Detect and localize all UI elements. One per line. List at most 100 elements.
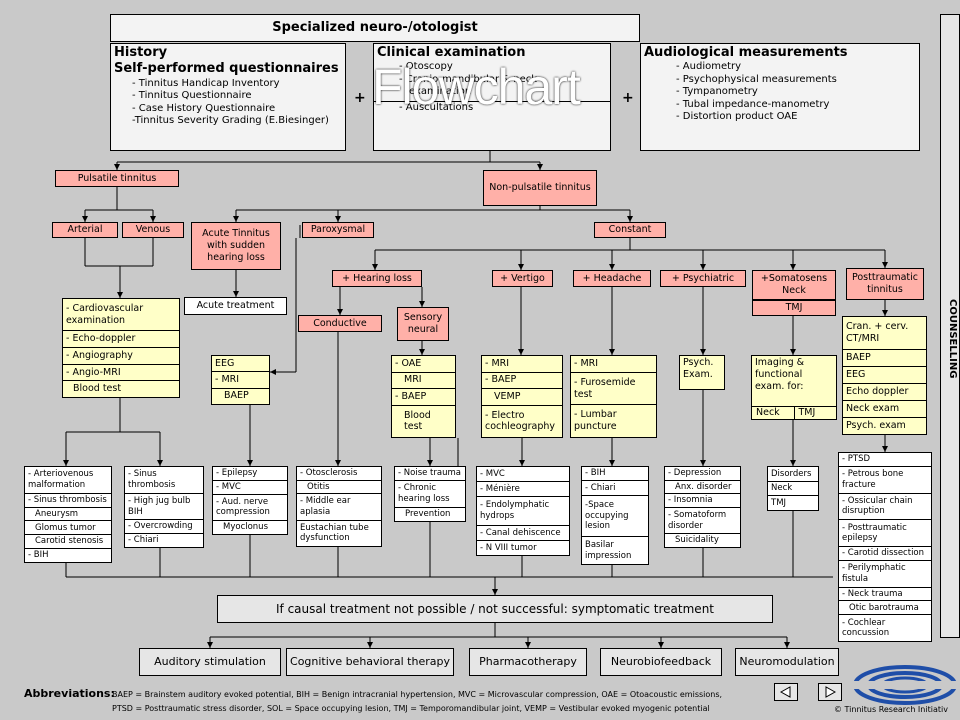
- symptomatic-label: If causal treatment not possible / not s…: [276, 601, 714, 616]
- hearing-loss-box: + Hearing loss: [332, 270, 422, 287]
- posttrauma-exam-box: Cran. + cerv. CT/MRI BAEP EEG Echo doppl…: [842, 316, 927, 435]
- tinnitus-research-logo-icon: [852, 665, 958, 705]
- psych-exam-box: Psych. Exam.: [679, 355, 725, 390]
- arterial-label: Arterial: [67, 224, 103, 236]
- exam-item: Psych. Exam.: [683, 357, 714, 380]
- exam-item: - BAEP: [392, 389, 455, 406]
- exam-item: Psych. exam: [846, 420, 906, 432]
- exam-item: MRI: [392, 373, 455, 390]
- audiological-box: Audiological measurements - Audiometry -…: [640, 43, 920, 151]
- diagnosis-item: - Arteriovenous malformation: [25, 467, 111, 494]
- sensory-neural-box: Sensory neural: [397, 307, 449, 341]
- diagnosis-item: Otic barotrauma: [839, 601, 931, 616]
- history-item: -Tinnitus Severity Grading (E.Biesinger): [132, 115, 329, 126]
- pulsatile-tinnitus-box: Pulsatile tinnitus: [55, 170, 179, 187]
- exam-item: - Angio-MRI: [63, 365, 179, 382]
- plus-sign: +: [622, 90, 634, 106]
- diagnosis-item: - BIH: [582, 467, 648, 482]
- exam-item: - Cardiovascular examination: [63, 299, 179, 332]
- diagnosis-item: - Otosclerosis: [297, 467, 381, 481]
- acute-label: Acute Tinnitus with sudden hearing loss: [202, 228, 270, 263]
- diagnosis-item: - Carotid dissection: [839, 547, 931, 561]
- diagnosis-item: - Middle ear aplasia: [297, 494, 381, 521]
- diagnosis-item: - Posttraumatic epilepsy: [839, 520, 931, 548]
- counselling-bar: COUNSELLING: [940, 14, 960, 638]
- diagnosis-item: - Epilepsy: [213, 467, 287, 481]
- diagnosis-item: Disorders: [768, 467, 818, 482]
- clinical-item: - Otoscopy: [399, 61, 453, 73]
- exam-item: - MRI: [482, 356, 562, 373]
- exam-item: - Lumbar puncture: [574, 409, 617, 433]
- copyright-text: © Tinnitus Research Initiativ: [834, 705, 948, 714]
- next-slide-button[interactable]: [818, 683, 842, 701]
- diagnosis-item: - Noise trauma: [395, 467, 465, 481]
- diagnosis-item: Neck: [768, 482, 818, 497]
- audio-item: - Tympanometry: [676, 86, 758, 98]
- constant-box: Constant: [594, 222, 666, 238]
- vertigo-box: + Vertigo: [492, 270, 553, 287]
- diagnosis-item: Suicidality: [675, 535, 719, 546]
- diagnosis-item: -Space occupying lesion: [582, 496, 648, 538]
- psych-diagnoses: - Depression Anx. disorder - Insomnia - …: [664, 466, 741, 548]
- exam-item: BAEP: [843, 350, 926, 367]
- arterial-diagnoses: - Arteriovenous malformation - Sinus thr…: [24, 466, 112, 563]
- paroxysmal-label: Paroxysmal: [310, 224, 366, 236]
- treatment-neurobiofeedback: Neurobiofeedback: [600, 648, 722, 676]
- diagnosis-item: - Chiari: [582, 481, 648, 496]
- treatment-neuromodulation: Neuromodulation: [735, 648, 839, 676]
- exam-item: - Echo-doppler: [63, 331, 179, 348]
- cardio-exam-box: - Cardiovascular examination - Echo-dopp…: [62, 298, 180, 398]
- diagnosis-item: - Perilymphatic fistula: [839, 561, 931, 588]
- plus-sign: +: [354, 90, 366, 106]
- diagnosis-item: Basilar impression: [585, 539, 632, 561]
- hearing-loss-label: + Hearing loss: [342, 272, 412, 284]
- exam-item: BAEP: [224, 390, 249, 402]
- headache-box: + Headache: [573, 270, 651, 287]
- exam-item: Cran. + cerv. CT/MRI: [843, 317, 926, 350]
- non-pulsatile-label: Non-pulsatile tinnitus: [489, 182, 591, 194]
- vertigo-diagnoses: - MVC - Ménière - Endolymphatic hydrops …: [476, 466, 570, 556]
- diagnosis-item: - Chiari: [128, 535, 159, 546]
- audio-item: - Distortion product OAE: [676, 111, 798, 123]
- exam-item: VEMP: [482, 389, 562, 406]
- psychiatric-box: + Psychiatric: [660, 270, 746, 287]
- exam-item: - OAE: [392, 356, 455, 373]
- previous-slide-button[interactable]: [774, 683, 798, 701]
- audio-item: - Audiometry: [676, 61, 742, 73]
- exam-item: - MRI: [212, 372, 269, 389]
- treatment-auditory-stimulation: Auditory stimulation: [139, 648, 281, 676]
- clinical-extra: - Auscultations: [399, 101, 474, 113]
- exam-item: Blood test: [404, 409, 431, 433]
- audio-title: Audiological measurements: [644, 45, 848, 60]
- audio-item: - Tubal impedance-manometry: [676, 98, 830, 110]
- diagnosis-item: - Chronic hearing loss: [395, 481, 465, 508]
- diagnosis-item: - Somatoform disorder: [665, 508, 740, 535]
- triangle-left-icon: [779, 686, 791, 698]
- diagnosis-item: Prevention: [405, 509, 451, 520]
- treatment-label: Neurobiofeedback: [610, 655, 712, 669]
- treatment-label: Pharmacotherapy: [479, 655, 577, 669]
- somatosensory-box: +Somatosens Neck: [752, 270, 836, 300]
- diagnosis-item: - BIH: [28, 550, 49, 561]
- history-subtitle: Self-performed questionnaires: [114, 61, 339, 77]
- diagnosis-item: - Ossicular chain disruption: [839, 494, 931, 521]
- clinical-item: examination: [409, 86, 472, 98]
- diagnosis-item: Anx. disorder: [665, 481, 740, 495]
- history-item: - Tinnitus Questionnaire: [132, 90, 252, 101]
- diagnosis-item: - Overcrowding: [125, 520, 203, 535]
- eeg-exam-box: EEG - MRI BAEP: [211, 355, 270, 405]
- diagnosis-item: - Sinus thrombosis: [25, 494, 111, 508]
- diagnosis-item: Myoclonus: [223, 522, 269, 533]
- exam-item: Neck exam: [843, 401, 926, 418]
- posttraumatic-label: Posttraumatic tinnitus: [851, 272, 918, 295]
- acute-treatment-label: Acute treatment: [196, 300, 275, 312]
- paroxysmal-diagnoses: - Epilepsy - MVC - Aud. nerve compressio…: [212, 466, 288, 535]
- constant-label: Constant: [608, 224, 652, 236]
- non-pulsatile-tinnitus-box: Non-pulsatile tinnitus: [483, 170, 597, 206]
- venous-diagnoses: - Sinus thrombosis - High jug bulb BIH -…: [124, 466, 204, 548]
- exam-item: Blood test: [73, 383, 122, 395]
- imaging-label: Imaging & functional exam. for:: [755, 357, 805, 392]
- exam-item: - Electro cochleography: [485, 409, 556, 433]
- treatment-label: Auditory stimulation: [154, 655, 266, 669]
- treatment-pharmacotherapy: Pharmacotherapy: [469, 648, 587, 676]
